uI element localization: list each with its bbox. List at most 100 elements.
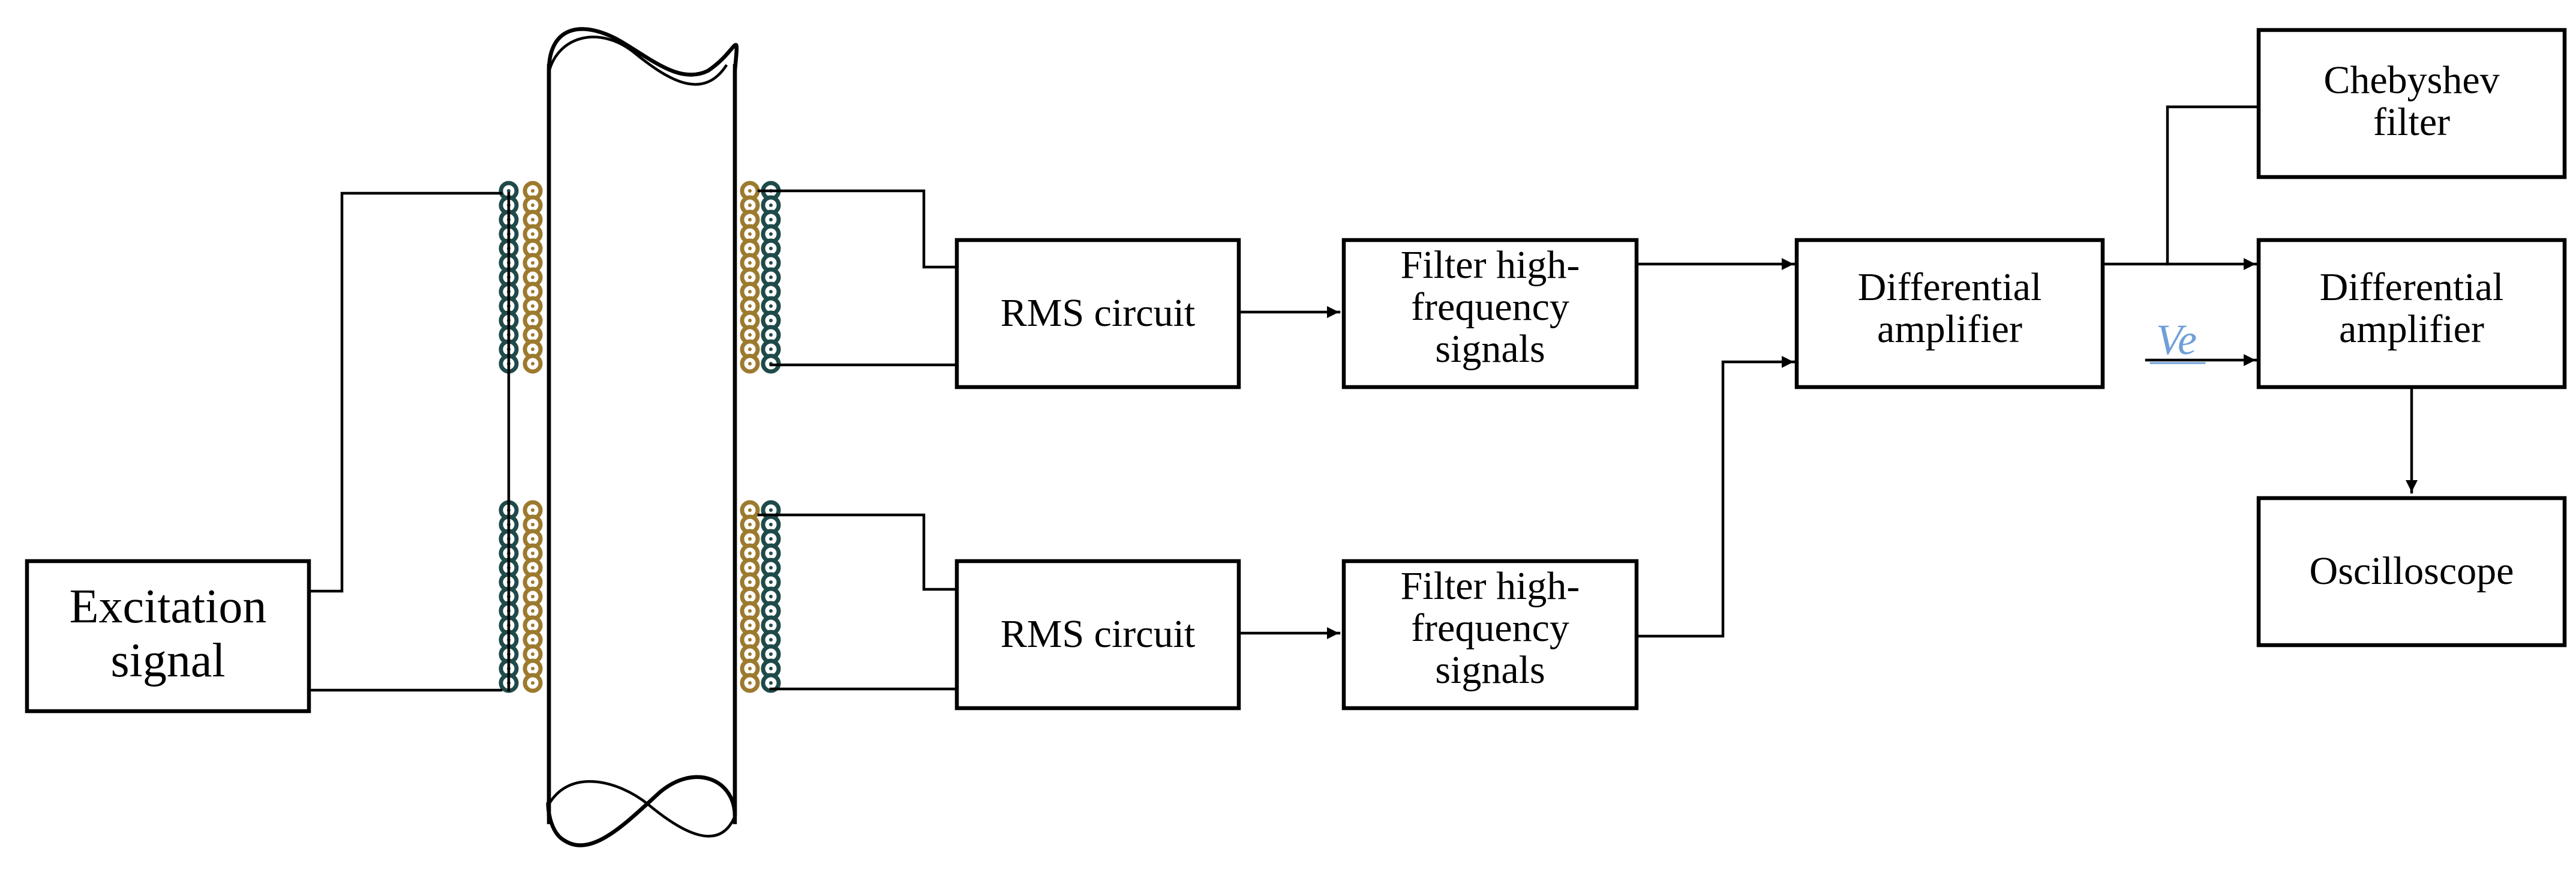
filter-bottom-line3: signals	[1435, 648, 1545, 692]
coil-turn-center	[769, 595, 773, 598]
coil-turn-center	[531, 681, 535, 685]
coil-turn-center	[748, 319, 752, 322]
ve-input-label: Ve	[2156, 316, 2197, 364]
coil-turn-center	[531, 304, 535, 308]
coil-turn-center	[748, 232, 752, 236]
coil-turn-center	[748, 652, 752, 656]
coil-turn-center	[769, 566, 773, 570]
coil-turn-center	[531, 537, 535, 541]
coil-turn-center	[769, 319, 773, 322]
coil-turn-center	[769, 508, 773, 512]
diff-amp-1-line2: amplifier	[1877, 307, 2022, 351]
coil-turn-center	[769, 638, 773, 642]
coil-turn-center	[531, 347, 535, 351]
coil-turn-center	[531, 232, 535, 236]
coil-turn-center	[531, 652, 535, 656]
coil-turn-center	[748, 290, 752, 293]
coil-turn-center	[769, 304, 773, 308]
coil-turn-center	[748, 508, 752, 512]
chebyshev-line1: Chebyshev	[2323, 58, 2499, 102]
sensing-coil-bottom	[740, 500, 781, 693]
coil-turn-center	[748, 552, 752, 555]
coil-turn-center	[531, 609, 535, 613]
excitation-coil-top	[499, 181, 543, 374]
sensing-coil-top	[740, 181, 781, 374]
differential-amplifier-2: Differential amplifier	[2256, 238, 2567, 389]
coil-turn-center	[748, 580, 752, 584]
coil-turn-center	[748, 566, 752, 570]
coil-turn-center	[748, 537, 752, 541]
coil-turn-center	[748, 333, 752, 337]
coil-turn-center	[769, 203, 773, 207]
coil-turn-center	[531, 261, 535, 265]
coil-turn-center	[748, 275, 752, 279]
coil-turn-center	[748, 247, 752, 250]
coil-turn-center	[531, 566, 535, 570]
coil-turn-center	[769, 552, 773, 555]
coil-turn-center	[769, 652, 773, 656]
coil-turn-center	[531, 333, 535, 337]
coil-turn-center	[748, 362, 752, 365]
diff-amp-2-line1: Differential	[2320, 265, 2504, 309]
coil-turn-center	[531, 552, 535, 555]
coil-turn-center	[769, 275, 773, 279]
coil-turn-center	[748, 667, 752, 670]
diff-amp-2-line2: amplifier	[2339, 307, 2484, 351]
rms-circuit-top: RMS circuit	[954, 238, 1241, 389]
pipe	[546, 27, 739, 847]
coil-turn-center	[769, 609, 773, 613]
coil-turn-center	[748, 523, 752, 526]
differential-amplifier-1: Differential amplifier	[1794, 238, 2105, 389]
rms-circuit-bottom: RMS circuit	[954, 559, 1241, 711]
coil-turn-center	[531, 580, 535, 584]
oscilloscope-block: Oscilloscope	[2256, 496, 2567, 648]
coil-turn-center	[748, 595, 752, 598]
filter-top-line3: signals	[1435, 327, 1545, 371]
rms-bottom-label: RMS circuit	[1001, 612, 1196, 656]
coil-turn-center	[769, 218, 773, 221]
coil-turn-center	[748, 189, 752, 193]
filter-bottom-line1: Filter high-	[1401, 564, 1580, 608]
coil-turn-center	[531, 189, 535, 193]
coil-turn-center	[531, 508, 535, 512]
coil-turn-center	[531, 523, 535, 526]
coil-turn-center	[531, 667, 535, 670]
filter-top-line1: Filter high-	[1401, 243, 1580, 287]
excitation-label-line1: Excitation	[70, 580, 267, 633]
chebyshev-line2: filter	[2373, 100, 2450, 144]
excitation-coil-bottom	[499, 500, 543, 693]
coil-turn-center	[748, 203, 752, 207]
filter-bottom: Filter high- frequency signals	[1341, 559, 1639, 711]
coil-turn-center	[531, 290, 535, 293]
coil-turn-center	[769, 290, 773, 293]
coil-turn-center	[769, 624, 773, 627]
coil-turn-center	[531, 247, 535, 250]
coil-turn-center	[748, 347, 752, 351]
coil-turn-center	[531, 203, 535, 207]
excitation-label-line2: signal	[110, 634, 225, 687]
coil-turn-center	[769, 523, 773, 526]
coil-turn-center	[531, 218, 535, 221]
coil-turn-center	[769, 667, 773, 670]
coil-turn-center	[769, 247, 773, 250]
coil-turn-center	[748, 218, 752, 221]
diff-amp-1-line1: Differential	[1858, 265, 2042, 309]
coil-turn-center	[531, 624, 535, 627]
coil-turn-center	[531, 275, 535, 279]
coil-turn-center	[531, 595, 535, 598]
coil-turn-center	[748, 681, 752, 685]
coil-turn-center	[769, 580, 773, 584]
oscilloscope-label: Oscilloscope	[2310, 549, 2514, 593]
coil-turn-center	[769, 347, 773, 351]
coil-turn-center	[769, 681, 773, 685]
coil-turn-center	[748, 304, 752, 308]
coil-turn-center	[531, 638, 535, 642]
rms-top-label: RMS circuit	[1001, 291, 1196, 335]
filter-bottom-line2: frequency	[1411, 606, 1569, 650]
excitation-signal-block: Excitation signal	[25, 559, 311, 714]
coil-turn-center	[769, 232, 773, 236]
chebyshev-filter-block: Chebyshev filter	[2256, 28, 2567, 179]
coil-turn-center	[769, 537, 773, 541]
coil-turn-center	[769, 261, 773, 265]
